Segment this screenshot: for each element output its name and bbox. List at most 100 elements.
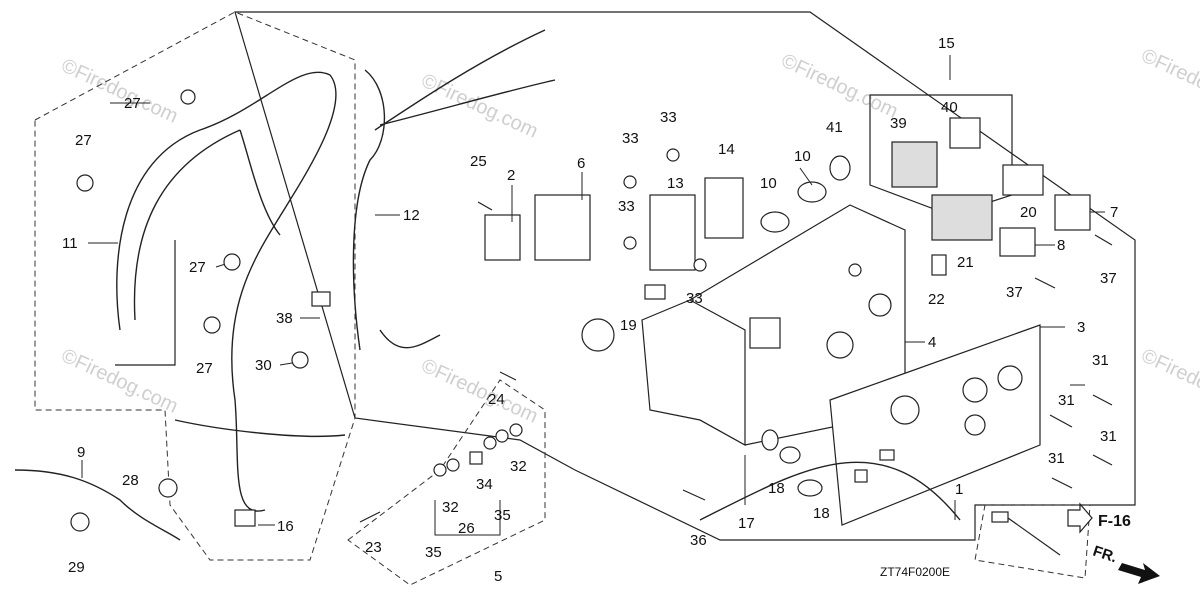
watermark-text: ©Firedog.com: [418, 70, 541, 143]
callout-14: 14: [718, 141, 735, 158]
watermark-text: ©Firedog.com: [58, 55, 181, 128]
outlet-14: [704, 177, 744, 239]
bolt-37: [1094, 234, 1113, 246]
callout-31c: 31: [1100, 428, 1117, 445]
switch-10b: [797, 181, 827, 203]
callout-20: 20: [1020, 204, 1037, 221]
wire-harness-9: [14, 469, 181, 541]
front-direction-label: FR.: [1091, 543, 1119, 567]
part-18: [797, 479, 823, 497]
grommet-17: [761, 429, 779, 451]
callout-27d: 27: [196, 360, 213, 377]
front-panel-outlet-hole: [890, 395, 920, 425]
panel-box-cutout: [749, 317, 781, 349]
panel-box-hole: [868, 293, 892, 317]
callout-5: 5: [494, 568, 502, 585]
callout-39: 39: [890, 115, 907, 132]
grommet-41: [829, 155, 851, 181]
reference-markers: F-16 FR.: [991, 502, 1160, 584]
washer-35: [483, 436, 497, 450]
wire-harnesses: [14, 29, 961, 541]
part-18: [779, 446, 801, 464]
callout-32b: 32: [510, 458, 527, 475]
callout-15: 15: [938, 35, 955, 52]
callout-1: 1: [955, 481, 963, 498]
callout-10b: 10: [794, 148, 811, 165]
panel-box-hole: [826, 331, 854, 359]
wire-branch-12: [374, 29, 546, 131]
wire-harness-lower: [174, 419, 346, 437]
callout-10a: 10: [760, 175, 777, 192]
callout-11: 11: [62, 235, 78, 252]
callout-27a: 27: [124, 95, 141, 112]
callout-29: 29: [68, 559, 85, 576]
bolt-31: [1051, 477, 1073, 489]
panel-box-hole: [848, 263, 862, 277]
bolt-31: [1092, 394, 1113, 406]
part-19: [644, 284, 666, 300]
callout-27c: 27: [189, 259, 206, 276]
washer-35: [433, 463, 447, 477]
bolt-31: [1092, 454, 1113, 466]
leader-lines: [81, 55, 1105, 536]
callout-31b: 31: [1058, 392, 1075, 409]
clip-27: [203, 316, 221, 334]
clip-38: [311, 291, 331, 307]
wire-harness-group-outline: [34, 11, 356, 561]
hardware: [70, 89, 1113, 532]
washer-35: [495, 429, 509, 443]
callout-27b: 27: [75, 132, 92, 149]
leader-10: [799, 167, 813, 186]
front-panel-outlet-hole: [997, 365, 1023, 391]
front-direction-arrow-icon: [1118, 563, 1160, 584]
callout-18b: 18: [813, 505, 830, 522]
callout-32a: 32: [442, 499, 459, 516]
bolt-24: [499, 371, 517, 381]
callout-numbers: 1 2 3 4 5 6 7 8 9 10 10 11 12 13 14 15 1…: [62, 35, 1118, 585]
wire-harness-11: [116, 71, 337, 512]
callout-41: 41: [826, 119, 843, 136]
relay-39: [891, 141, 938, 188]
sensor-part: [581, 318, 615, 352]
switch-10a: [760, 211, 790, 233]
watermark-text: ©Firedog.com: [1138, 45, 1200, 118]
wire-cable-1: [699, 461, 961, 521]
wire-branch: [133, 129, 241, 321]
callout-12: 12: [403, 207, 420, 224]
nut-33: [623, 175, 637, 189]
ref-arrow-icon: [1067, 502, 1093, 534]
clip-27: [180, 89, 196, 105]
bolt-31: [1049, 414, 1073, 428]
callout-6: 6: [577, 155, 585, 172]
callout-35b: 35: [494, 507, 511, 524]
ref-part-rod: [1007, 517, 1061, 556]
callout-31d: 31: [1048, 450, 1065, 467]
panel-box-side: [641, 299, 746, 447]
relay-20: [1002, 164, 1044, 196]
control-panel-box: [641, 204, 906, 447]
front-panel-outlet-hole: [964, 414, 986, 436]
group-outlines: [34, 11, 1136, 586]
relay-components: [891, 117, 1091, 276]
front-panel-plate: [829, 324, 1041, 526]
outlet-6: [534, 194, 591, 261]
callout-30: 30: [255, 357, 272, 374]
callout-7: 7: [1110, 204, 1118, 221]
ref-label-f16: F-16: [1098, 513, 1131, 530]
callout-23: 23: [365, 539, 382, 556]
callout-33b: 33: [660, 109, 677, 126]
callout-17: 17: [738, 515, 755, 532]
bolt-37: [1034, 277, 1056, 289]
front-panel-slot: [854, 469, 868, 483]
bolt-23: [359, 511, 381, 523]
relay-21: [931, 194, 993, 241]
clip-30: [291, 351, 309, 369]
callout-26: 26: [458, 520, 475, 537]
switch-components: [484, 155, 851, 352]
callout-19: 19: [620, 317, 637, 334]
callout-33c: 33: [618, 198, 635, 215]
relay-40: [949, 117, 981, 149]
watermark-text: ©Firedog.com: [778, 50, 901, 123]
wire-branch-12: [379, 329, 441, 349]
